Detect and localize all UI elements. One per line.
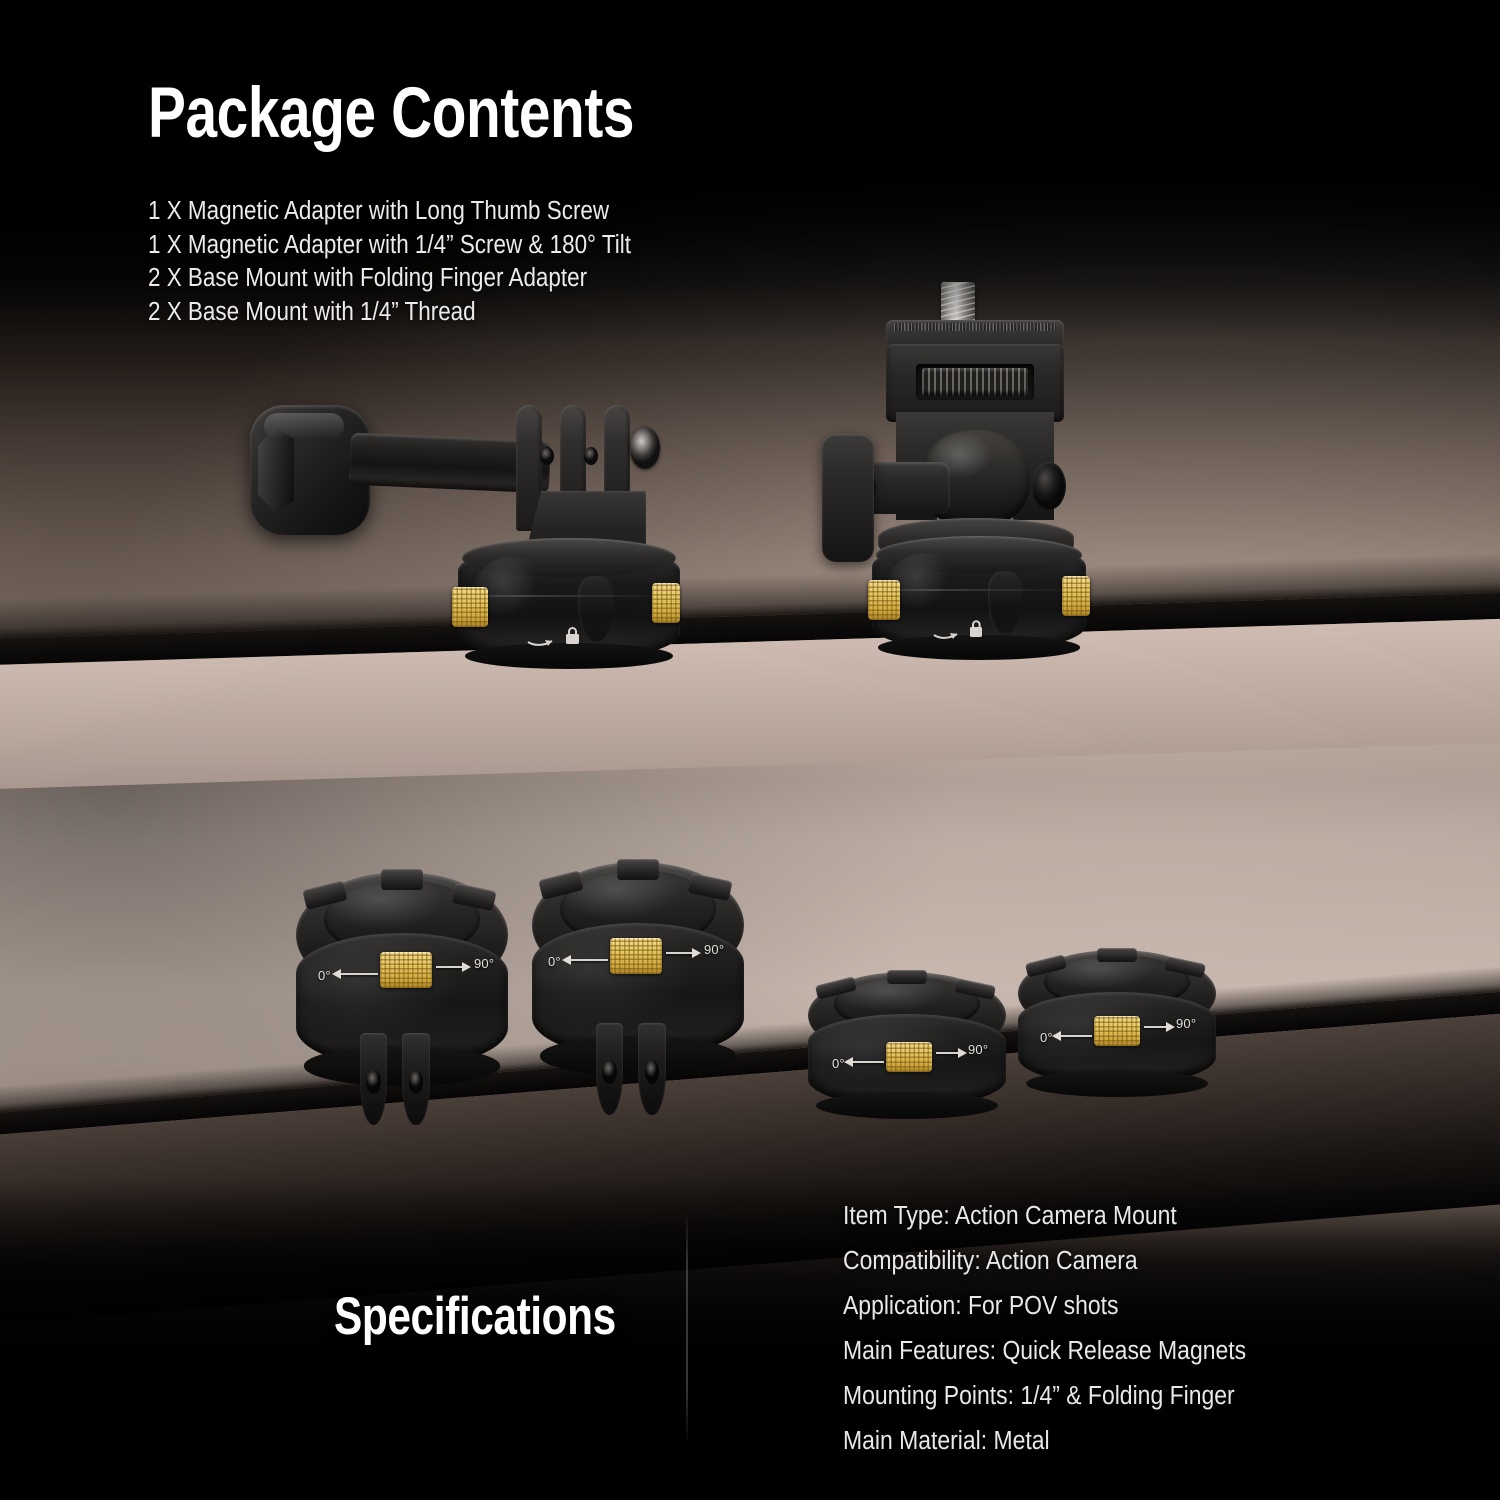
angle-label-max: 90° [1176, 1016, 1197, 1031]
folding-finger-leg [638, 1023, 666, 1115]
angle-arrow-left-head [332, 969, 341, 979]
top-vignette [0, 0, 1500, 340]
release-tab-left[interactable] [868, 580, 900, 620]
spec-row: Item Type: Action Camera Mount [843, 1202, 1177, 1230]
angle-arrow-right-line [1144, 1026, 1168, 1028]
disc-tab [887, 970, 927, 985]
tilt-lock-knob[interactable] [822, 434, 874, 562]
mount-foot [815, 1092, 999, 1119]
angle-label-min: 0° [1040, 1030, 1053, 1045]
angle-arrow-left-line [1060, 1035, 1092, 1037]
angle-slider[interactable] [380, 952, 432, 988]
angle-arrow-left-line [570, 959, 608, 961]
spec-row: Application: For POV shots [843, 1292, 1119, 1320]
angle-arrow-right-head [692, 948, 701, 958]
angle-arrow-left-line [852, 1061, 884, 1063]
angle-arrow-right-line [666, 952, 694, 954]
fork-pivot-pin [630, 427, 660, 469]
list-item: 1 X Magnetic Adapter with Long Thumb Scr… [148, 197, 610, 225]
puck-foot [878, 635, 1080, 660]
mount-foot [304, 1046, 500, 1086]
puck-notch [577, 576, 614, 643]
specifications-list: Item Type: Action Camera Mount Compatibi… [843, 1194, 1463, 1464]
angle-label-min: 0° [318, 968, 331, 983]
tilt-axis-pin-right [1032, 462, 1066, 510]
angle-arrow-right-head [1166, 1022, 1175, 1032]
spec-row: Main Features: Quick Release Magnets [843, 1337, 1247, 1365]
angle-arrow-left-head [844, 1057, 853, 1067]
folding-finger-leg [402, 1033, 430, 1125]
puck-top-ring [462, 538, 676, 579]
disc-tab [1097, 948, 1137, 963]
magnetic-puck [868, 535, 1090, 660]
angle-arrow-right-head [958, 1048, 967, 1058]
leg-hole [366, 1069, 381, 1094]
angle-arrow-left-line [340, 973, 378, 975]
package-contents-list: 1 X Magnetic Adapter with Long Thumb Scr… [148, 195, 908, 329]
product-thumb-screw-adapter [250, 395, 710, 685]
magnetic-puck [452, 538, 680, 670]
specifications-title: Specifications [334, 1287, 616, 1346]
angle-slider[interactable] [1094, 1016, 1140, 1046]
angle-arrow-right-line [936, 1052, 960, 1054]
disc-tab [380, 869, 424, 890]
fork-hole [584, 447, 598, 465]
puck-top-ring [876, 535, 1082, 574]
angle-label-max: 90° [968, 1042, 989, 1057]
leg-hole [408, 1069, 423, 1094]
folding-finger-leg [359, 1033, 388, 1125]
angle-label-max: 90° [704, 942, 725, 957]
section-divider [686, 1212, 688, 1446]
puck-notch [987, 571, 1022, 635]
list-item: 2 X Base Mount with Folding Finger Adapt… [148, 264, 588, 292]
lock-icon [526, 625, 584, 647]
release-tab-left[interactable] [452, 587, 488, 627]
knurled-adjust-wheel[interactable] [922, 368, 1028, 396]
list-item: 1 X Magnetic Adapter with 1/4” Screw & 1… [148, 230, 631, 259]
product-base-mount-folding-finger: 0° 90° [296, 869, 508, 1125]
product-tilt-adapter [800, 282, 1100, 682]
product-base-mount-quarter-thread: 0° 90° [1018, 948, 1216, 1100]
spec-row: Compatibility: Action Camera [843, 1247, 1138, 1275]
angle-slider[interactable] [886, 1042, 932, 1072]
folding-finger-leg [595, 1023, 624, 1115]
mount-foot [1025, 1070, 1209, 1097]
knob-highlight [264, 413, 344, 439]
product-base-mount-quarter-thread: 0° 90° [808, 970, 1006, 1122]
leg-hole [644, 1059, 659, 1084]
angle-arrow-left-head [1052, 1031, 1061, 1041]
puck-seam [872, 589, 1086, 592]
angle-label-max: 90° [474, 956, 495, 971]
page-title: Package Contents [148, 74, 635, 153]
release-tab-right[interactable] [652, 583, 680, 623]
spec-row: Mounting Points: 1/4” & Folding Finger [843, 1382, 1235, 1410]
leg-hole [602, 1059, 617, 1084]
release-tab-right[interactable] [1062, 576, 1090, 616]
angle-label-min: 0° [548, 954, 561, 969]
list-item: 2 X Base Mount with 1/4” Thread [148, 297, 476, 326]
cold-shoe-housing [886, 344, 1064, 422]
angle-arrow-left-head [562, 955, 571, 965]
puck-seam [458, 594, 680, 597]
spec-row: Main Material: Metal [843, 1427, 1050, 1455]
puck-foot [464, 643, 674, 670]
angle-label-min: 0° [832, 1056, 845, 1071]
angle-slider[interactable] [610, 938, 662, 974]
product-base-mount-folding-finger: 0° 90° [532, 859, 744, 1115]
angle-arrow-right-head [462, 962, 471, 972]
lock-icon [932, 618, 988, 640]
disc-tab [616, 859, 660, 880]
adjustment-window [916, 364, 1034, 400]
mount-foot [540, 1036, 736, 1076]
fork-hole [540, 447, 554, 465]
angle-arrow-right-line [436, 966, 464, 968]
bottom-vignette [0, 1180, 1500, 1500]
knob-hex-slot [258, 427, 294, 513]
